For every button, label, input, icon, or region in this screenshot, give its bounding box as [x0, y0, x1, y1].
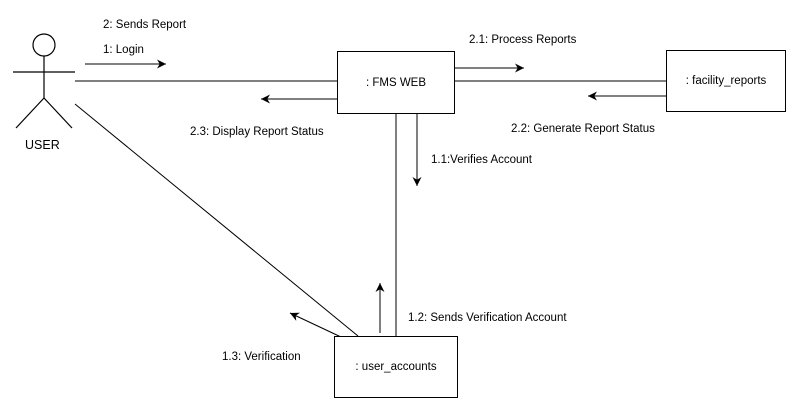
object-fms-web-label: : FMS WEB [365, 76, 427, 89]
message-verifies-account: 1.1:Verifies Account [431, 154, 533, 166]
object-facility-reports[interactable]: : facility_reports [666, 50, 786, 112]
actor-label: USER [25, 138, 60, 152]
message-verification: 1.3: Verification [222, 351, 301, 363]
message-generate-status: 2.2: Generate Report Status [511, 123, 655, 135]
object-user-accounts[interactable]: : user_accounts [334, 336, 458, 398]
object-fms-web[interactable]: : FMS WEB [337, 51, 455, 114]
message-process-reports: 2.1: Process Reports [469, 34, 577, 46]
object-facility-reports-label: : facility_reports [685, 75, 767, 87]
arrow-verification [289, 312, 342, 338]
actor-figure [13, 33, 75, 129]
object-user-accounts-label: : user_accounts [355, 361, 437, 373]
message-sends-report: 2: Sends Report [103, 19, 187, 31]
message-sends-verification: 1.2: Sends Verification Account [408, 312, 567, 324]
message-login: 1: Login [103, 44, 144, 56]
link-user-user-accounts [74, 103, 359, 337]
message-display-status: 2.3: Display Report Status [190, 126, 324, 138]
